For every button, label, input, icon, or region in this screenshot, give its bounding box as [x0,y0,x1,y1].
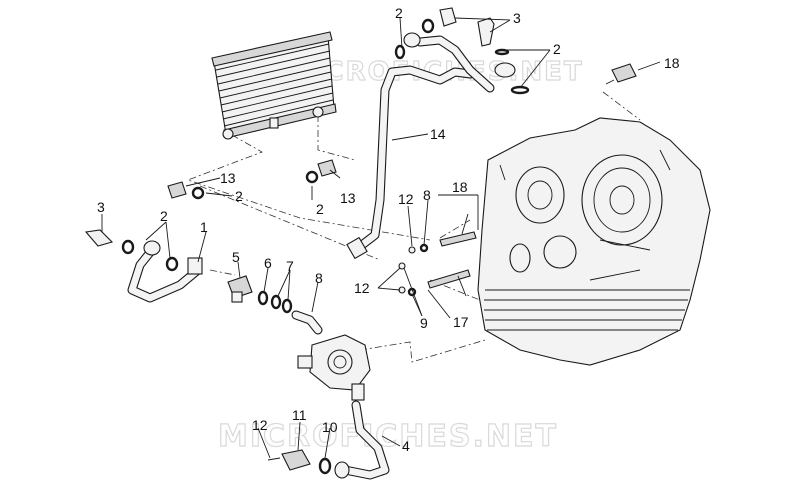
watermark-bottom: MICROFICHES.NET [218,419,558,454]
leader-lines [101,17,661,459]
washer-top-left [394,44,406,60]
pressure-sensor-16 [605,63,637,85]
callout-3: 3 [97,199,105,215]
callout-5: 6 [264,255,272,271]
callout-2: 2 [316,201,324,217]
callout-9: 4 [402,438,410,454]
callout-3: 3 [513,10,521,26]
callout-12: 12 [398,191,414,207]
callout-2: 2 [235,188,243,204]
callout-17: 18 [452,179,468,195]
engine-crankcase [477,117,711,366]
callout-14: 14 [430,126,446,142]
callout-13: 13 [340,190,356,206]
callout-7: 8 [315,270,323,286]
hose-7 [291,310,323,335]
callout-6: 7 [286,258,294,274]
fitting-13-left [167,181,205,200]
banjo-bolt-top-1 [421,7,457,34]
banjo-bolt-left [84,229,179,272]
oil-cooler-radiator [211,31,337,140]
callout-4: 5 [232,249,240,265]
oil-pipe-9 [334,400,390,480]
callout-8: 9 [420,315,428,331]
callout-11: 11 [292,407,307,423]
o-ring-6a [270,294,282,310]
fitting-4 [227,275,253,303]
banjo-bolt-top-2 [477,17,530,95]
callout-1: 1 [200,219,208,235]
screw-12a [408,246,416,254]
callout-2: 2 [160,208,168,224]
callout-13: 13 [220,170,236,186]
screw-12b [398,262,406,270]
bolt-18a [439,231,477,247]
fitting-13-right [305,159,337,184]
callout-2: 2 [553,41,561,57]
oil-pipe-1 [127,240,203,303]
oil-pump-assembly [297,334,371,401]
bolt-18b [427,269,471,289]
callout-15: 17 [453,314,469,330]
callout-labels: 2 3 2 18 14 13 2 13 2 3 2 1 5 6 7 8 12 8… [97,5,680,454]
callout-12: 12 [252,417,268,433]
washer-5 [257,290,269,306]
o-ring-6b [281,298,293,314]
callout-10: 10 [322,419,338,435]
washer-8a [419,243,429,253]
callout-16: 18 [664,55,680,71]
oil-pipe-14 [346,32,516,260]
assembly-dash-lines [186,91,641,363]
callout-8: 8 [423,187,431,203]
bottom-fitting-11 [267,449,332,475]
callout-12: 12 [354,280,370,296]
callout-2: 2 [395,5,403,21]
